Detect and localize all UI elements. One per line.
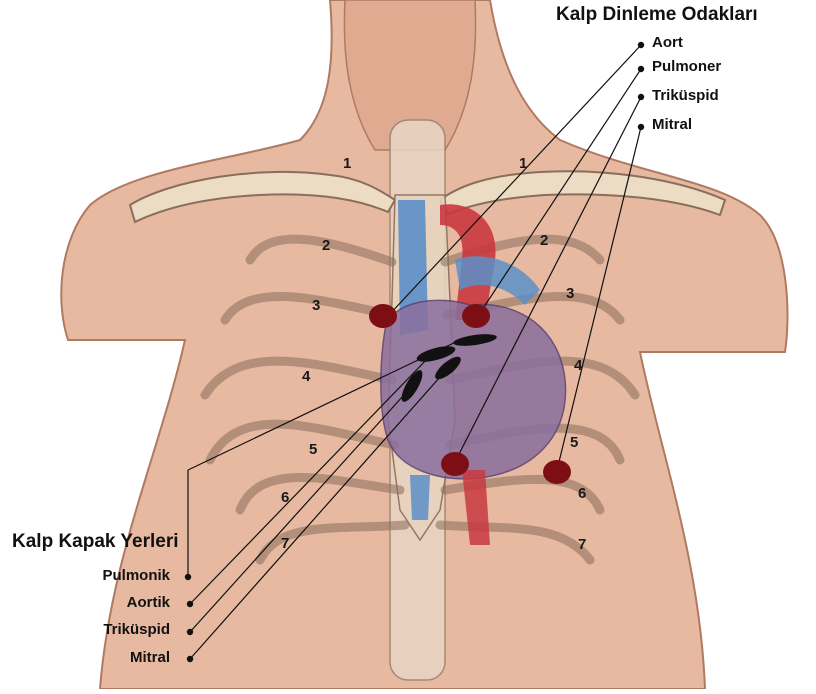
rib-number-left-6: 6 <box>578 485 586 502</box>
rib-number-left-7: 7 <box>578 536 586 553</box>
inferior-vena-cava <box>410 475 430 520</box>
auscultation-label-trikuspid: Triküspid <box>652 87 719 104</box>
valve-label-trikuspid: Triküspid <box>103 621 170 638</box>
label-dot-6 <box>187 601 193 607</box>
pulmoner-point <box>462 304 490 328</box>
trikuspid-point <box>441 452 469 476</box>
valve-label-mitral: Mitral <box>130 649 170 666</box>
label-dot-2 <box>638 66 644 72</box>
auscultation-label-aort: Aort <box>652 34 683 51</box>
rib-number-right-1: 1 <box>343 155 351 172</box>
rib-number-left-5: 5 <box>570 434 578 451</box>
rib-number-right-5: 5 <box>309 441 317 458</box>
rib-number-right-2: 2 <box>322 237 330 254</box>
rib-number-right-7: 7 <box>281 535 289 552</box>
label-dot-5 <box>185 574 191 580</box>
label-dot-1 <box>638 42 644 48</box>
mitral-point <box>543 460 571 484</box>
label-dot-3 <box>638 94 644 100</box>
rib-number-left-3: 3 <box>566 285 574 302</box>
rib-number-left-1: 1 <box>519 155 527 172</box>
rib-number-right-3: 3 <box>312 297 320 314</box>
auscultation-label-mitral: Mitral <box>652 116 692 133</box>
auscultation-title: Kalp Dinleme Odakları <box>556 4 758 26</box>
rib-number-left-2: 2 <box>540 232 548 249</box>
valve-label-aortik: Aortik <box>127 594 170 611</box>
label-dot-4 <box>638 124 644 130</box>
label-dot-8 <box>187 656 193 662</box>
aort-point <box>369 304 397 328</box>
label-dot-7 <box>187 629 193 635</box>
valves-title: Kalp Kapak Yerleri <box>12 531 179 553</box>
rib-number-right-4: 4 <box>302 368 311 385</box>
auscultation-label-pulmoner: Pulmoner <box>652 58 721 75</box>
valve-label-pulmonik: Pulmonik <box>102 567 170 584</box>
